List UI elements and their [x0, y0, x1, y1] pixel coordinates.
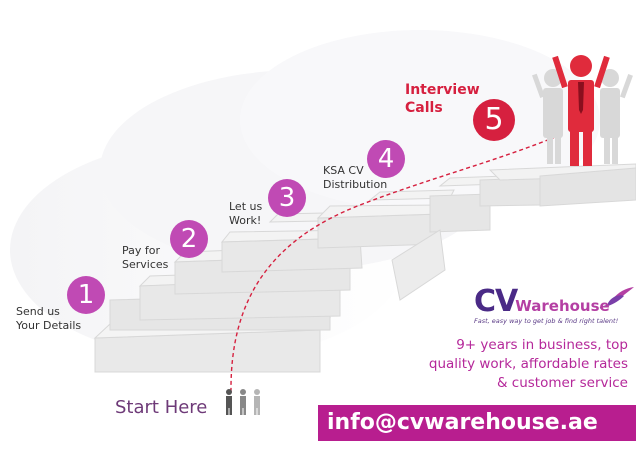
- pitch-line: 9+ years in business, top: [456, 337, 628, 353]
- leader-figure-icon: [552, 55, 610, 166]
- step-5-badge: 5: [473, 99, 515, 141]
- brand-tagline: Fast, easy way to get job & find right t…: [474, 317, 619, 325]
- stairs: [93, 163, 636, 373]
- hummingbird-logo-icon: [599, 287, 634, 309]
- email-link[interactable]: info@cvwarehouse.ae: [327, 410, 598, 435]
- brand-cv: CV: [474, 284, 518, 319]
- people-group-icon: [532, 55, 633, 166]
- step-3-badge: 3: [268, 179, 306, 217]
- step-2-badge: 2: [170, 220, 208, 258]
- pitch-text: 9+ years in business, top quality work, …: [328, 336, 628, 393]
- pitch-line: quality work, affordable rates: [428, 356, 628, 372]
- start-here-label: Start Here: [115, 397, 208, 418]
- step-1-badge: 1: [67, 276, 105, 314]
- brand-word: Warehouse: [515, 297, 610, 315]
- brand-logo: CVWarehouse Fast, easy way to get job & …: [474, 284, 634, 325]
- pitch-line: & customer service: [496, 375, 628, 391]
- step-4-badge: 4: [367, 140, 405, 178]
- contact-bar: info@cvwarehouse.ae: [318, 405, 636, 441]
- background-swirl: [240, 30, 600, 210]
- people-group-icon: [226, 389, 260, 415]
